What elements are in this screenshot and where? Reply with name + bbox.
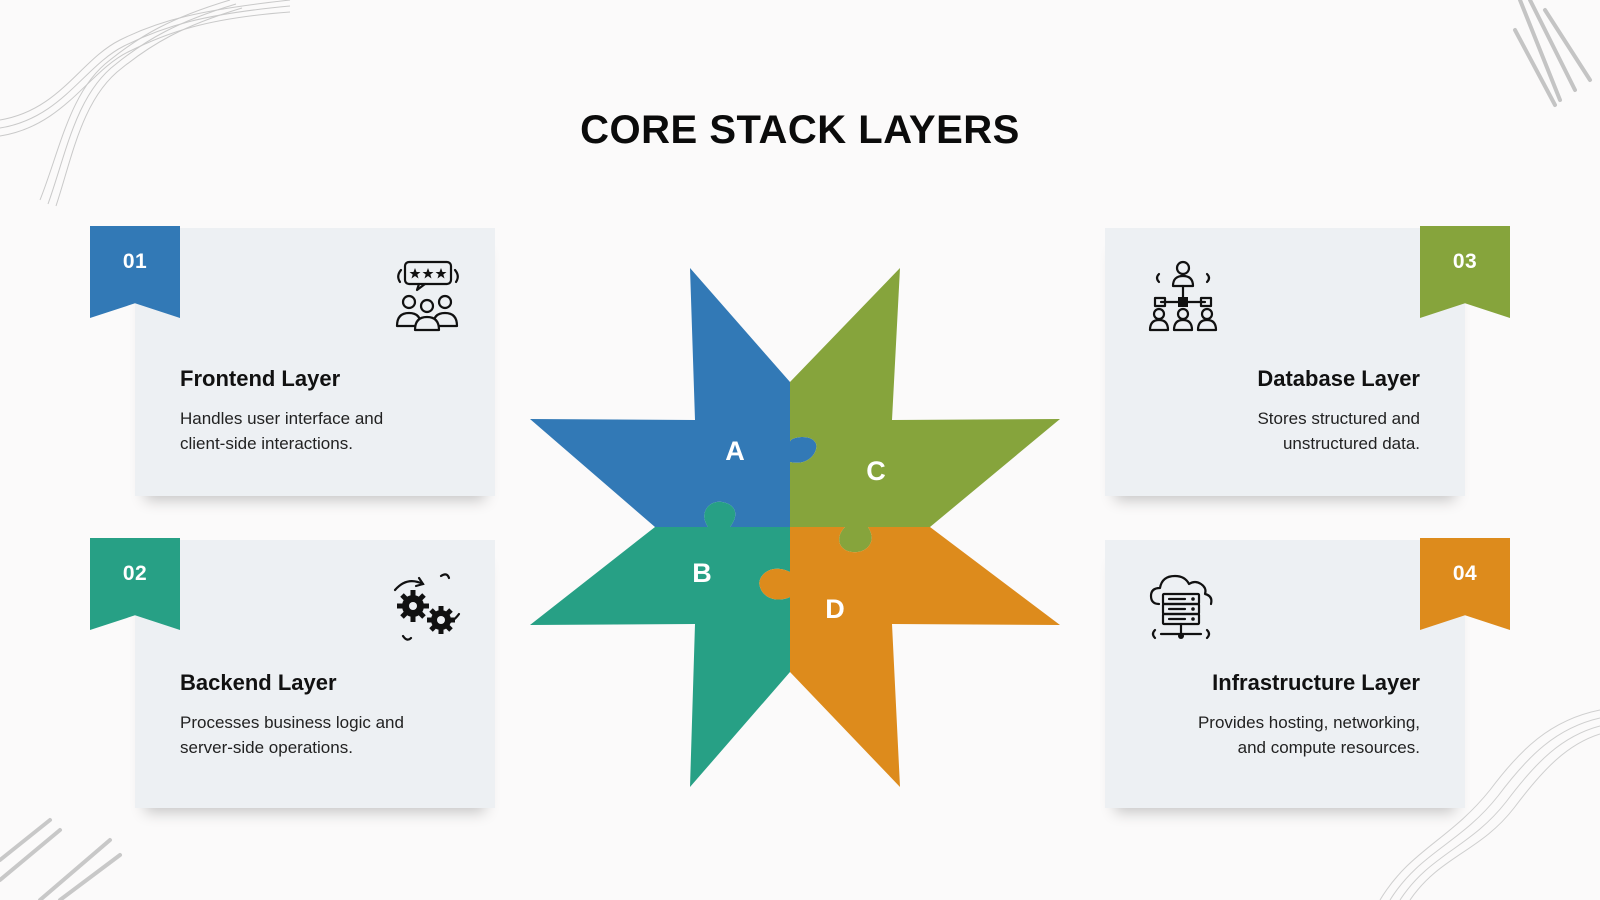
puzzle-piece-c — [790, 268, 1060, 553]
card-description: Handles user interface and client-side i… — [180, 409, 384, 453]
puzzle-label-d: D — [825, 594, 845, 624]
puzzle-label-c: C — [866, 456, 886, 486]
puzzle-label-a: A — [725, 436, 745, 466]
puzzle-label-b: B — [692, 558, 712, 588]
number-ribbon: 01 — [90, 226, 180, 318]
brush-decoration-top-right — [1513, 0, 1592, 107]
number-ribbon: 02 — [90, 538, 180, 630]
org-network-icon — [1148, 260, 1218, 332]
card-infrastructure-layer: 04 Infrastructure Layer Provides hosting… — [1105, 538, 1510, 808]
puzzle-star-diagram: A B C D — [530, 262, 1070, 792]
card-database-layer: 03 Database Layer Stores structured and … — [1105, 226, 1510, 496]
puzzle-piece-b — [530, 501, 790, 787]
number-ribbon: 03 — [1420, 226, 1510, 318]
wave-decoration-top-left — [0, 0, 291, 207]
cloud-server-icon — [1149, 574, 1213, 640]
card-title: Frontend Layer — [180, 366, 341, 391]
puzzle-star-graphic — [530, 268, 1060, 787]
card-backend-layer: 02 Backend Layer Processes business logi… — [90, 538, 495, 808]
card-title: Infrastructure Layer — [1212, 670, 1420, 695]
card-frontend-layer: 01 Frontend Layer Handles user interface… — [90, 226, 495, 496]
card-description: Processes business logic and server-side… — [180, 713, 404, 757]
puzzle-piece-a — [530, 268, 817, 527]
puzzle-piece-d — [759, 527, 1060, 787]
brush-decoration-bottom-left — [0, 818, 122, 900]
card-title: Database Layer — [1257, 366, 1420, 391]
card-title: Backend Layer — [180, 670, 337, 695]
card-description: Stores structured and unstructured data. — [1257, 409, 1420, 453]
wave-decoration-bottom-right — [1379, 709, 1600, 900]
number-ribbon: 04 — [1420, 538, 1510, 630]
page-title: CORE STACK LAYERS — [580, 108, 1020, 152]
card-description: Provides hosting, networking, and comput… — [1197, 713, 1420, 757]
user-feedback-icon — [395, 260, 459, 332]
gears-icon — [393, 573, 461, 641]
